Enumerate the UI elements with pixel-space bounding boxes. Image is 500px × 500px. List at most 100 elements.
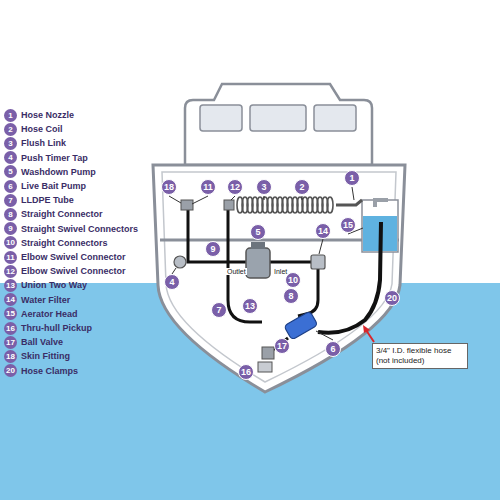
callout-number: 1	[349, 174, 354, 183]
pump-port-label: Outlet	[226, 268, 247, 275]
callout-number: 18	[4, 350, 17, 363]
part-name: Aerator Head	[21, 309, 78, 319]
leader-line	[352, 187, 354, 200]
skin-fitting	[181, 200, 193, 210]
pipe	[188, 208, 246, 262]
hose-coil	[237, 197, 333, 213]
callout-circle: 14	[315, 223, 331, 239]
legend-row: 3Flush Link	[4, 136, 66, 150]
pump-port-label: Inlet	[273, 268, 288, 275]
callout-number: 11	[203, 183, 213, 192]
window	[200, 105, 242, 131]
legend-row: 10Straight Connectors	[4, 236, 108, 250]
leader-line	[169, 196, 181, 203]
leader-line	[302, 196, 303, 200]
hose-nozzle	[336, 200, 362, 205]
callout-circle: 6	[325, 341, 341, 357]
hull-inner	[162, 172, 396, 382]
legend-row: 8 Straight Connector	[4, 207, 103, 221]
callout-circle: 3	[256, 179, 272, 195]
legend-row: 11 Elbow Swivel Connector	[4, 250, 126, 264]
pipe	[298, 268, 318, 316]
callout-number: 7	[216, 306, 221, 315]
cabin	[185, 84, 372, 165]
callout-circle: 17	[274, 338, 290, 354]
callout-number: 2	[299, 183, 304, 192]
legend-row: 16 Thru-hull Pickup	[4, 321, 92, 335]
leader-line	[316, 331, 333, 340]
leader-line	[231, 196, 235, 200]
washdown-pump	[246, 248, 270, 278]
pump-top	[251, 242, 265, 249]
callout-circle: 4	[164, 274, 180, 290]
callout-number: 14	[318, 227, 328, 236]
part-name: Washdown Pump	[21, 167, 96, 177]
callout-number: 16	[241, 368, 251, 377]
legend-row: 1Hose Nozzle	[4, 108, 74, 122]
leader-lines	[169, 187, 363, 340]
callout-number: 6	[4, 180, 17, 193]
callout-number: 8	[288, 292, 293, 301]
part-name: Skin Fitting	[21, 351, 70, 361]
callout-number: 14	[4, 293, 17, 306]
legend-row: 12Elbow Swivel Connector	[4, 264, 126, 278]
callout-number: 9	[4, 222, 17, 235]
callout-number: 3	[4, 137, 17, 150]
part-name: Push Timer Tap	[21, 153, 88, 163]
callout-circle: 16	[238, 364, 254, 380]
callout-number: 6	[330, 345, 335, 354]
callout-number: 18	[164, 183, 174, 192]
legend-row: 13Union Two Way	[4, 278, 87, 292]
pointer-arrow	[366, 330, 374, 342]
window	[314, 105, 356, 131]
callout-number: 5	[255, 228, 260, 237]
callout-number: 17	[4, 336, 17, 349]
callout-number: 4	[4, 151, 17, 164]
part-name: Elbow Swivel Connector	[21, 252, 126, 262]
part-name: Union Two Way	[21, 280, 87, 290]
callout-circle: 8	[283, 288, 299, 304]
legend-row: 2Hose Coil	[4, 122, 63, 136]
legend-row: 5 Washdown Pump	[4, 165, 96, 179]
callout-number: 12	[230, 183, 240, 192]
hose-note: 3/4" I.D. flexible hose (not included)	[372, 343, 468, 369]
coil-loop	[327, 197, 333, 213]
callout-number: 8	[4, 208, 17, 221]
callout-circle: 13	[242, 298, 258, 314]
leader-line	[319, 239, 323, 254]
flexible-hose	[318, 222, 381, 333]
legend-row: 14Water Filter	[4, 293, 70, 307]
part-name: Thru-hull Pickup	[21, 323, 92, 333]
timer-tap	[174, 256, 186, 268]
callout-circle: 20	[384, 290, 400, 306]
legend-row: 20 Hose Clamps	[4, 364, 78, 378]
legend-row: 15Aerator Head	[4, 307, 78, 321]
callout-number: 2	[4, 123, 17, 136]
callout-number: 20	[4, 364, 17, 377]
legend-row: 9 Straight Swivel Connectors	[4, 222, 138, 236]
callout-number: 5	[4, 165, 17, 178]
legend-row: 18 Skin Fitting	[4, 349, 70, 363]
callout-number: 1	[4, 109, 17, 122]
thru-hull-pickup	[258, 362, 272, 372]
bait-pump-body	[284, 311, 318, 340]
ball-valve	[262, 347, 274, 359]
part-name: Ball Valve	[21, 337, 63, 347]
window	[250, 105, 306, 131]
part-name: Hose Clamps	[21, 366, 78, 376]
callout-circle: 1	[344, 170, 360, 186]
callout-number: 20	[387, 294, 397, 303]
elbow-connector	[224, 200, 234, 210]
callout-circle: 11	[200, 179, 216, 195]
part-name: Elbow Swivel Connector	[21, 266, 126, 276]
part-name: Straight Swivel Connectors	[21, 224, 138, 234]
callout-circle: 5	[250, 224, 266, 240]
part-name: Straight Connector	[21, 209, 103, 219]
leader-line	[192, 196, 208, 204]
callout-number: 13	[245, 302, 255, 311]
arrow-head	[363, 325, 370, 333]
part-name: Live Bait Pump	[21, 181, 86, 191]
callout-number: 11	[4, 251, 17, 264]
hull	[153, 165, 405, 392]
callout-number: 16	[4, 322, 17, 335]
